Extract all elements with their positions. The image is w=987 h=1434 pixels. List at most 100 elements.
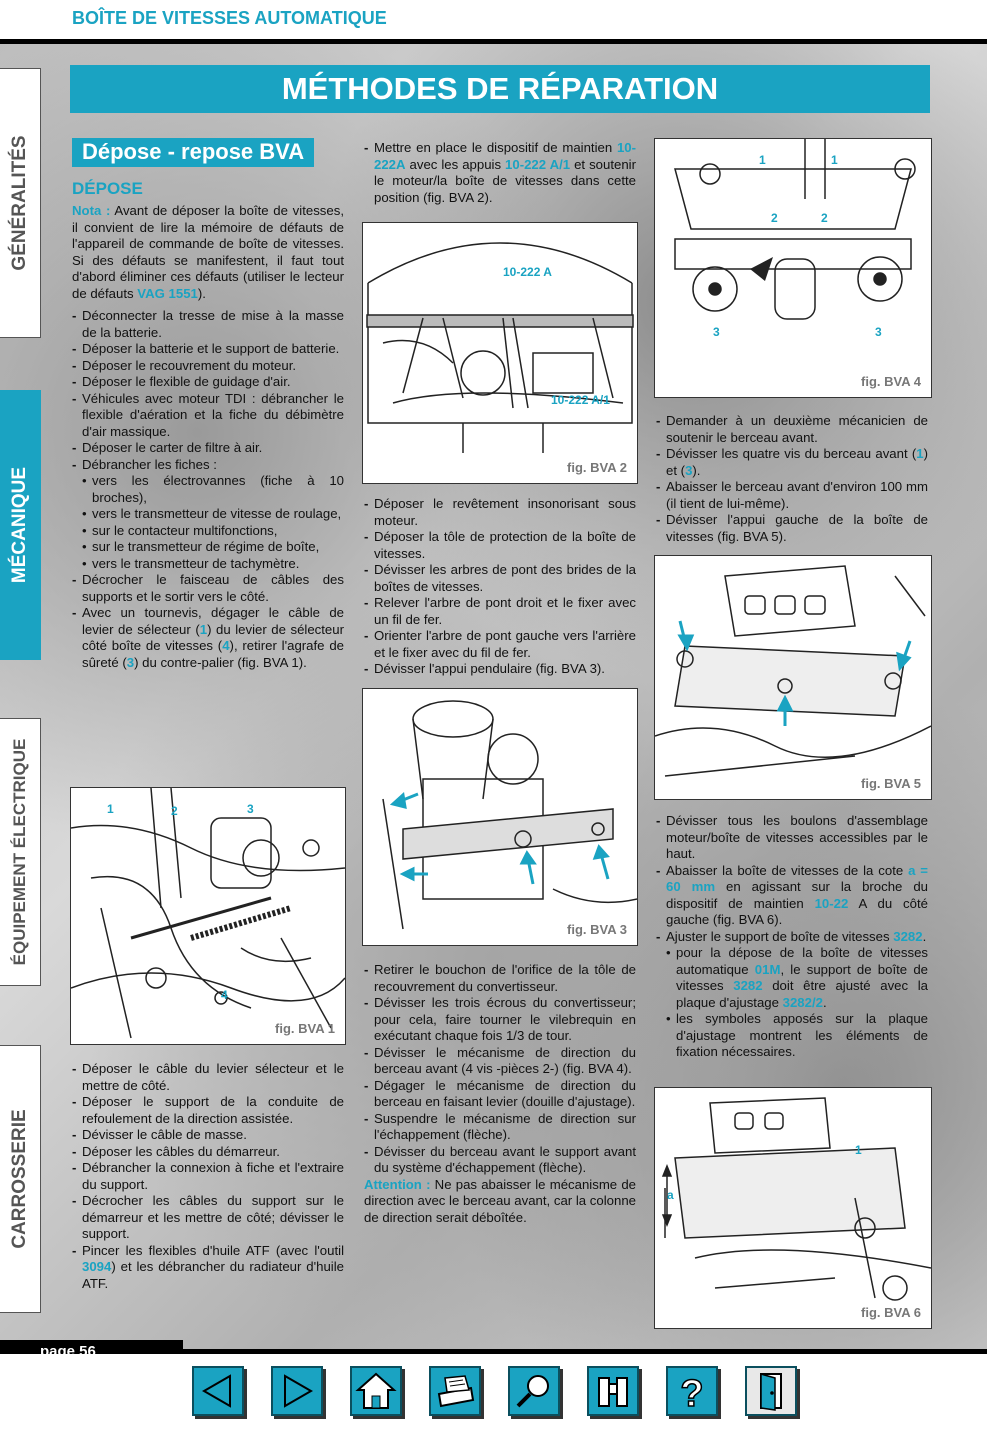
text: ) et (: [666, 446, 928, 478]
steps-list: Déposer le câble du levier sélecteur et …: [72, 1061, 344, 1292]
steps-list: Décrocher le faisceau de câbles des supp…: [72, 572, 344, 671]
tab-carrosserie[interactable]: CARROSSERIE: [0, 1045, 41, 1313]
nota-ref: VAG 1551: [137, 285, 198, 301]
nota-label: Nota :: [72, 203, 111, 218]
list-item: Dévisser les arbres de pont des brides d…: [364, 562, 636, 595]
pendulum-support-illustration: [382, 700, 637, 930]
svg-text:?: ?: [680, 1373, 703, 1414]
column-1: Dépose - repose BVA DÉPOSE Nota : Avant …: [72, 138, 344, 671]
text: .: [822, 994, 827, 1010]
exit-button[interactable]: [745, 1366, 797, 1416]
list-item: Déposer la tôle de protection de la boît…: [364, 529, 636, 562]
list-item: Véhicules avec moteur TDI : débrancher l…: [72, 391, 344, 441]
tab-generalites[interactable]: GÉNÉRALITÉS: [0, 68, 41, 338]
callout-10-222a-1: 10-222 A/1: [551, 393, 610, 407]
tab-label: CARROSSERIE: [9, 1109, 30, 1249]
previous-page-button[interactable]: [192, 1366, 244, 1416]
callout-10-222a: 10-222 A: [503, 265, 552, 279]
list-item: vers le transmetteur de vitesse de roula…: [72, 506, 344, 523]
next-page-button[interactable]: [271, 1366, 323, 1416]
list-item: Décrocher le faisceau de câbles des supp…: [72, 572, 344, 605]
text: ), retirer l'agrafe de sûreté (: [82, 638, 344, 670]
text: ).: [692, 462, 701, 478]
column-3: Demander à un deuxième mécanicien de sou…: [656, 413, 928, 545]
list-item: Mettre en place le dispositif de maintie…: [364, 140, 636, 206]
section-title: Dépose - repose BVA: [72, 138, 315, 167]
list-item: Dévisser tous les boulons d'assemblage m…: [656, 813, 928, 863]
steps-list: Retirer le bouchon de l'orifice de la tô…: [364, 962, 636, 1177]
list-item: Relever l'arbre de pont droit et le fixe…: [364, 595, 636, 628]
tab-label: GÉNÉRALITÉS: [9, 135, 30, 271]
list-item: Retirer le bouchon de l'orifice de la tô…: [364, 962, 636, 995]
list-item: Ajuster le support de boîte de vitesses …: [656, 929, 928, 946]
figure-caption: fig. BVA 3: [567, 922, 627, 937]
list-item: vers le transmetteur de tachymètre.: [72, 556, 344, 573]
callout-2: 2: [821, 211, 828, 225]
fiches-list: vers les électrovannes (fiche à 10 broch…: [72, 473, 344, 572]
home-button[interactable]: [350, 1366, 402, 1416]
text: ) du contre-palier (fig. BVA 1).: [134, 654, 307, 670]
list-item: les symboles apposés sur la plaque d'aju…: [656, 1011, 928, 1061]
arrow-right-icon: [284, 1374, 314, 1408]
steps-list: Déposer le revêtement insonorisant sous …: [364, 496, 636, 678]
tab-label: MÉCANIQUE: [9, 466, 30, 584]
text: Mettre en place le dispositif de maintie…: [374, 140, 617, 155]
list-item: Débrancher les fiches :: [72, 457, 344, 474]
text: , le support de boîte de vitesses: [676, 961, 928, 994]
ref: 3: [685, 462, 693, 478]
ref: 1: [916, 446, 924, 461]
question-mark-icon: ?: [680, 1372, 705, 1414]
figure-bva-3: fig. BVA 3: [362, 688, 638, 946]
list-item: Dévisser les quatre vis du berceau avant…: [656, 446, 928, 479]
list-item: Suspendre le mécanisme de direction sur …: [364, 1111, 636, 1144]
search-button[interactable]: [508, 1366, 560, 1416]
print-button[interactable]: [429, 1366, 481, 1416]
tab-mecanique[interactable]: MÉCANIQUE: [0, 390, 41, 660]
top-bar: BOÎTE DE VITESSES AUTOMATIQUE: [0, 0, 987, 40]
find-button[interactable]: [587, 1366, 639, 1416]
list-item: Dévisser le mécanisme de direction du be…: [364, 1045, 636, 1078]
nota-paragraph: Nota : Avant de déposer la boîte de vite…: [72, 203, 344, 302]
binoculars-icon: [598, 1377, 628, 1407]
figure-bva-1: 1 2 3 4 fig. BVA 1: [70, 787, 346, 1045]
steps-list: Mettre en place le dispositif de maintie…: [364, 140, 636, 206]
subframe-illustration: [674, 139, 916, 320]
figure-caption: fig. BVA 1: [275, 1021, 335, 1036]
figure-bva-4: 1 1 2 2 3 3 fig. BVA 4: [654, 138, 932, 398]
ref: 3: [126, 654, 135, 670]
figure-bva-2: 10-222 A 10-222 A/1 fig. BVA 2: [362, 222, 638, 484]
callout-3: 3: [713, 325, 720, 339]
text: Pincer les flexibles d'huile ATF (avec l…: [82, 1242, 344, 1258]
attention-label: Attention :: [364, 1176, 431, 1192]
bottom-rule: [183, 1349, 987, 1354]
text: doit être ajusté avec la plaque d'ajusta…: [676, 978, 928, 1010]
text: Avec un tournevis, dégager le câble de l…: [82, 605, 344, 637]
chapter-title: BOÎTE DE VITESSES AUTOMATIQUE: [72, 8, 387, 28]
figure-caption: fig. BVA 2: [567, 460, 627, 475]
tab-label: ÉQUIPEMENT ÉLECTRIQUE: [10, 738, 29, 966]
list-item: Pincer les flexibles d'huile ATF (avec l…: [72, 1243, 344, 1293]
nota-text: Avant de déposer la boîte de vitesses, i…: [72, 203, 344, 301]
ref: 3282: [733, 978, 763, 993]
list-item: Dévisser l'appui gauche de la boîte de v…: [656, 512, 928, 545]
steps-list: Demander à un deuxième mécanicien de sou…: [656, 413, 928, 545]
callout-3: 3: [247, 802, 254, 816]
list-item: Dévisser du berceau avant le support ava…: [364, 1144, 636, 1177]
ref: 1: [199, 621, 208, 637]
column-2-middle: Déposer le revêtement insonorisant sous …: [364, 496, 636, 678]
attention-paragraph: Attention : Ne pas abaisser le mécanisme…: [364, 1177, 636, 1227]
tab-equipement-electrique[interactable]: ÉQUIPEMENT ÉLECTRIQUE: [0, 718, 41, 986]
list-item: sur le transmetteur de régime de boîte,: [72, 539, 344, 556]
list-item: Orienter l'arbre de pont gauche vers l'a…: [364, 628, 636, 661]
top-rule: [0, 39, 987, 44]
list-item: vers les électrovannes (fiche à 10 broch…: [72, 473, 344, 506]
figure-caption: fig. BVA 6: [861, 1305, 921, 1320]
ref: a = 60 mm: [666, 862, 928, 895]
list-item: Déposer le support de la conduite de ref…: [72, 1094, 344, 1127]
door-exit-icon: [760, 1373, 782, 1411]
list-item: Déposer le carter de filtre à air.: [72, 440, 344, 457]
figure-caption: fig. BVA 4: [861, 374, 921, 389]
callout-4: 4: [221, 988, 228, 1002]
list-item: Abaisser la boîte de vitesses de la cote…: [656, 863, 928, 929]
help-button[interactable]: ?: [666, 1366, 718, 1416]
